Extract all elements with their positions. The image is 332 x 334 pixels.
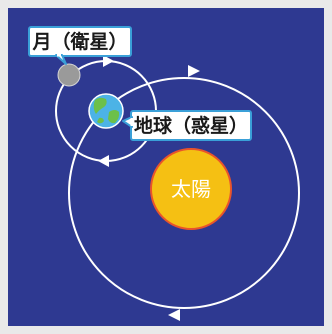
earth-label: 地球（惑星） xyxy=(134,114,248,137)
sun-icon xyxy=(150,148,232,230)
moon-callout: 月（衛星） xyxy=(28,26,132,65)
moon-label: 月（衛星） xyxy=(31,30,127,53)
moon-orbit-arrow-top xyxy=(103,55,114,67)
moon-icon xyxy=(57,63,81,87)
earth-orbit-arrow-top xyxy=(188,65,200,77)
earth-callout: 地球（惑星） xyxy=(122,110,252,141)
earth-orbit xyxy=(68,77,300,309)
sun-label: 太陽 xyxy=(171,177,211,201)
earth-orbit-arrow-bottom xyxy=(168,309,180,321)
earth-icon xyxy=(88,93,124,129)
moon-orbit-arrow-bottom xyxy=(98,155,109,167)
